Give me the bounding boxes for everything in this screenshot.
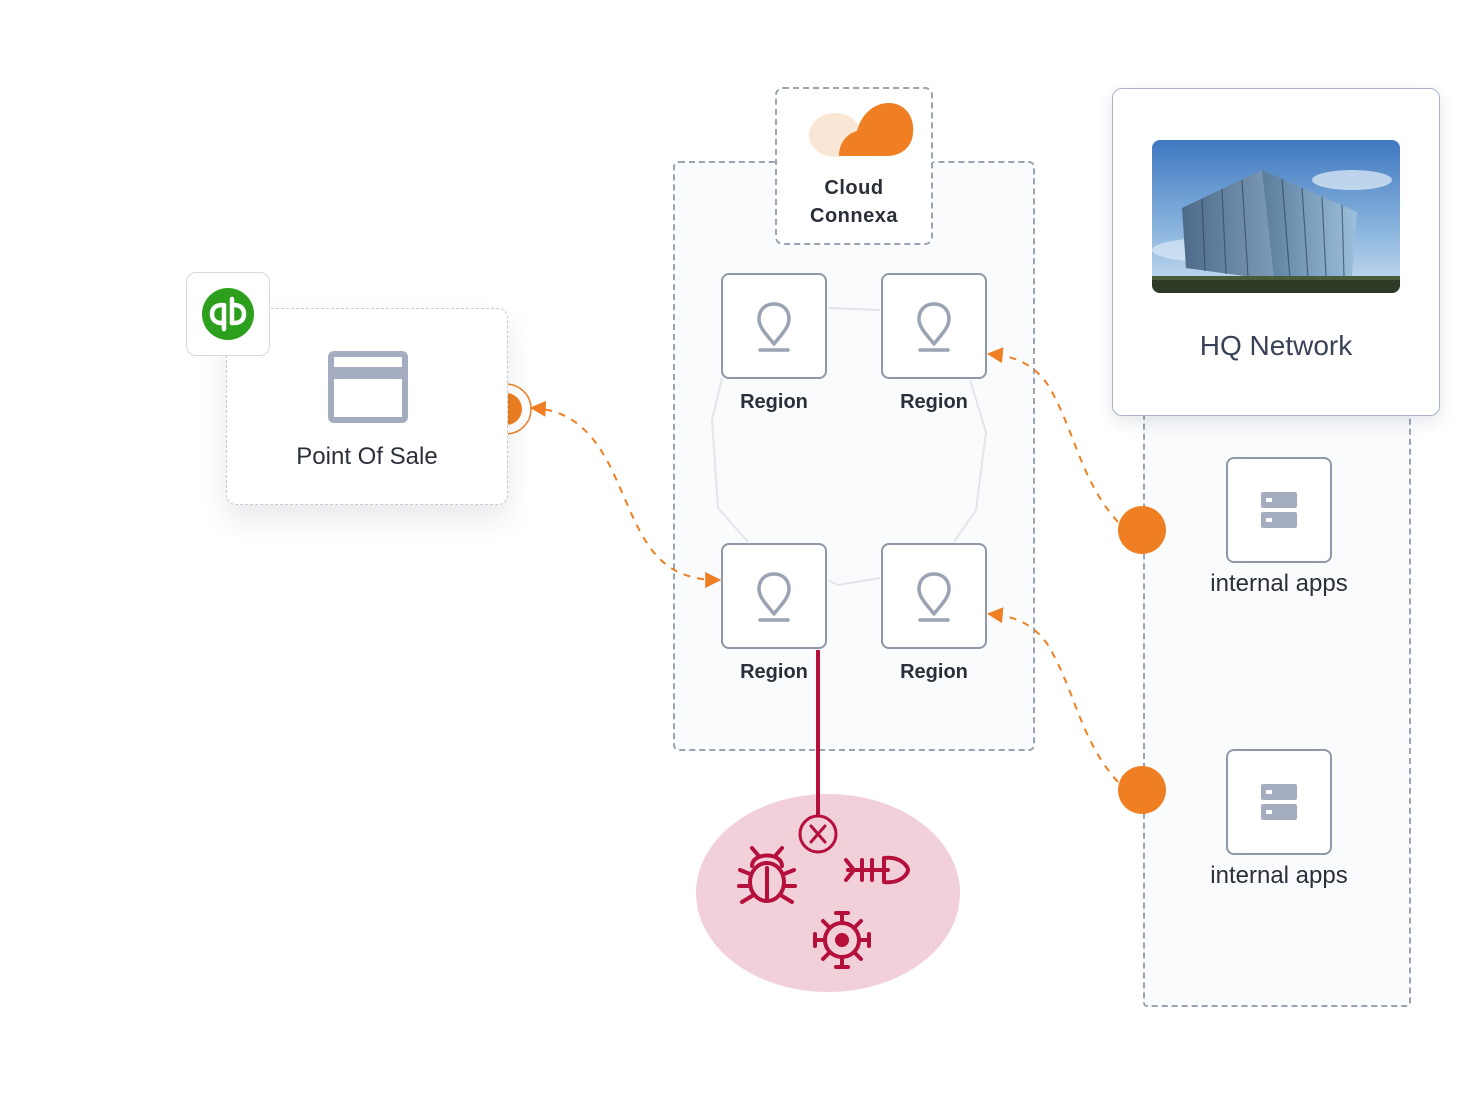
point-of-sale-card[interactable] [226, 308, 508, 505]
virus-icon [813, 911, 871, 969]
location-pin-icon [917, 572, 951, 622]
region-label: Region [740, 391, 808, 413]
internal-app-node[interactable] [1226, 457, 1332, 563]
cloud-connexa-logo-icon [809, 103, 914, 157]
hq-connector-dot[interactable] [1118, 506, 1166, 554]
hq-to-region-link [986, 347, 1119, 523]
internal-app-label: internal apps [1210, 862, 1348, 889]
server-icon [1261, 784, 1297, 820]
quickbooks-logo-icon [202, 288, 254, 340]
internal-app-label: internal apps [1210, 570, 1348, 597]
hq-to-region-link [986, 607, 1119, 783]
quickbooks-app-tile[interactable] [186, 272, 270, 356]
fish-skeleton-icon [844, 855, 910, 885]
blocked-x-icon [798, 814, 838, 854]
region-label: Region [900, 391, 968, 413]
payment-terminal-icon [328, 351, 408, 423]
location-pin-icon [757, 302, 791, 352]
pos-to-region-link [529, 400, 722, 588]
hq-connector-dot[interactable] [1118, 766, 1166, 814]
server-icon [1261, 492, 1297, 528]
location-pin-icon [757, 572, 791, 622]
region-node[interactable] [721, 543, 827, 649]
region-label: Region [900, 661, 968, 683]
region-node[interactable] [881, 543, 987, 649]
region-mesh-line [953, 379, 988, 543]
hq-network-label: HQ Network [1199, 330, 1353, 361]
region-label: Region [740, 661, 808, 683]
region-node[interactable] [881, 273, 987, 379]
cloud-connexa-group [673, 161, 1035, 751]
cloud-connexa-header [775, 87, 933, 245]
location-pin-icon [917, 302, 951, 352]
internal-app-node[interactable] [1226, 749, 1332, 855]
cloud-connexa-label: Cloud Connexa [810, 177, 898, 227]
bug-icon [737, 846, 797, 904]
region-mesh-line [827, 577, 881, 587]
hq-building-photo [1152, 140, 1400, 293]
region-node[interactable] [721, 273, 827, 379]
region-mesh-line [827, 307, 881, 311]
point-of-sale-label: Point Of Sale [296, 443, 438, 470]
